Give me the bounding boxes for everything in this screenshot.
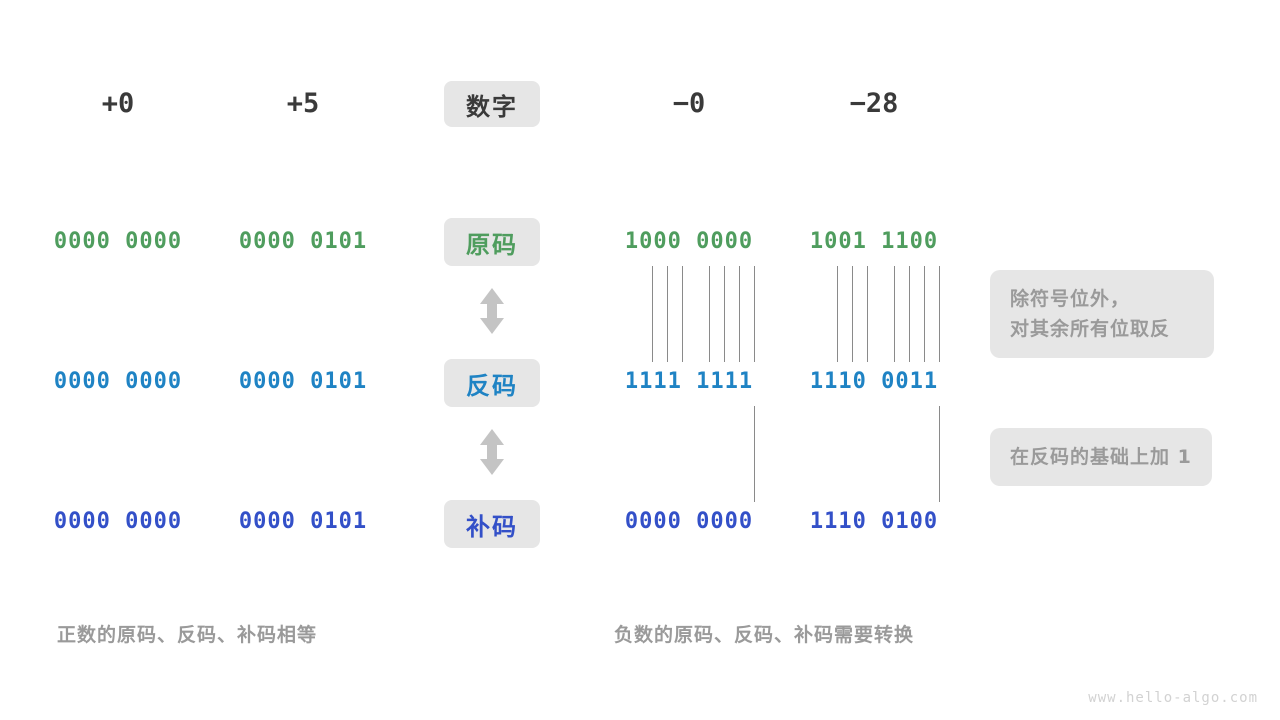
bits-sign-magnitude-plus-five: 0000 0101 <box>238 229 368 254</box>
caption-positive: 正数的原码、反码、补码相等 <box>57 624 318 646</box>
bits-ones-complement-plus-zero: 0000 0000 <box>53 369 183 394</box>
connector-line <box>837 266 838 362</box>
bits-sign-magnitude-minus-zero: 1000 0000 <box>624 229 754 254</box>
note-add-one: 在反码的基础上加 1 <box>990 428 1212 486</box>
connector-line <box>754 406 755 502</box>
bits-ones-complement-minus-twentyeight: 1110 0011 <box>809 369 939 394</box>
connector-line <box>939 406 940 502</box>
double-arrow-icon-lower <box>477 427 507 481</box>
row-label-sign-magnitude: 原码 <box>444 218 540 266</box>
bits-sign-magnitude-plus-zero: 0000 0000 <box>53 229 183 254</box>
connector-line <box>652 266 653 362</box>
caption-negative: 负数的原码、反码、补码需要转换 <box>614 624 915 646</box>
note-invert-bits: 除符号位外， 对其余所有位取反 <box>990 270 1214 358</box>
header-number-plus-zero: +0 <box>101 88 135 119</box>
connector-line <box>852 266 853 362</box>
connector-line <box>739 266 740 362</box>
connector-line <box>894 266 895 362</box>
connector-line <box>667 266 668 362</box>
connector-line <box>924 266 925 362</box>
bits-ones-complement-plus-five: 0000 0101 <box>238 369 368 394</box>
connector-line <box>909 266 910 362</box>
bits-twos-complement-minus-twentyeight: 1110 0100 <box>809 509 939 534</box>
connector-line <box>724 266 725 362</box>
bits-sign-magnitude-minus-twentyeight: 1001 1100 <box>809 229 939 254</box>
bits-twos-complement-minus-zero: 0000 0000 <box>624 509 754 534</box>
connector-line <box>867 266 868 362</box>
note-invert-bits-line2: 对其余所有位取反 <box>1010 318 1171 340</box>
connector-line <box>754 266 755 362</box>
bits-ones-complement-minus-zero: 1111 1111 <box>624 369 754 394</box>
bits-twos-complement-plus-five: 0000 0101 <box>238 509 368 534</box>
bits-twos-complement-plus-zero: 0000 0000 <box>53 509 183 534</box>
row-label-twos-complement: 补码 <box>444 500 540 548</box>
connector-line <box>709 266 710 362</box>
row-label-number: 数字 <box>444 81 540 127</box>
note-add-one-line1: 在反码的基础上加 1 <box>1010 446 1192 468</box>
connector-line <box>682 266 683 362</box>
row-label-ones-complement: 反码 <box>444 359 540 407</box>
double-arrow-icon-upper <box>477 286 507 340</box>
header-number-plus-five: +5 <box>286 88 320 119</box>
note-invert-bits-line1: 除符号位外， <box>1010 288 1131 310</box>
watermark: www.hello-algo.com <box>1088 690 1258 706</box>
connector-line <box>939 266 940 362</box>
header-number-minus-zero: −0 <box>672 88 706 119</box>
header-number-minus-twentyeight: −28 <box>849 88 899 119</box>
